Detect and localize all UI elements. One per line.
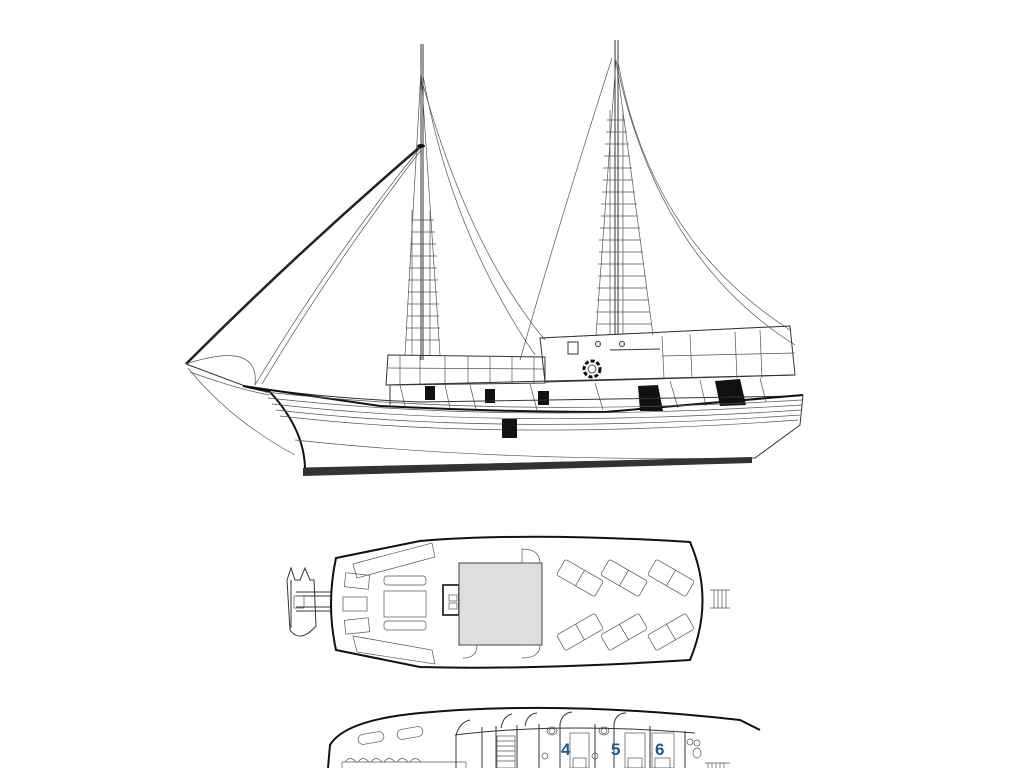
upper-deck-plan <box>286 535 730 669</box>
bench <box>352 542 436 579</box>
cabin-wall <box>385 374 796 411</box>
lower-deck-outline <box>327 706 761 768</box>
bench <box>352 635 436 665</box>
helm-console <box>442 584 460 616</box>
seat <box>343 572 371 590</box>
cabin-number-6: 6 <box>655 740 664 759</box>
cabin-number-5: 5 <box>611 740 620 759</box>
hull <box>185 363 804 476</box>
hull-window <box>502 419 517 438</box>
lower-deck-plan: 4 5 6 <box>327 706 761 768</box>
porthole <box>425 386 435 400</box>
foremast <box>404 44 441 360</box>
stairs <box>496 735 516 768</box>
life-ring-icon <box>582 359 602 379</box>
cushion <box>383 620 427 631</box>
sun-loungers <box>556 559 695 651</box>
keel <box>303 457 752 476</box>
upper-deck-outline <box>330 535 704 669</box>
deckhouse-window <box>567 341 579 355</box>
sun-roof <box>458 562 543 646</box>
stern-ladder <box>710 589 730 609</box>
beds <box>569 732 675 768</box>
mainmast <box>595 40 654 336</box>
cushion <box>383 575 427 586</box>
table <box>383 590 427 618</box>
porthole <box>485 389 495 403</box>
jib-sail <box>185 146 422 386</box>
porthole <box>538 391 549 405</box>
seat <box>343 617 371 635</box>
rigging <box>422 57 796 361</box>
door <box>715 379 746 406</box>
side-elevation <box>185 40 804 476</box>
seat <box>342 596 368 612</box>
cabin-number-4: 4 <box>561 740 571 759</box>
tender-boat <box>286 566 332 637</box>
